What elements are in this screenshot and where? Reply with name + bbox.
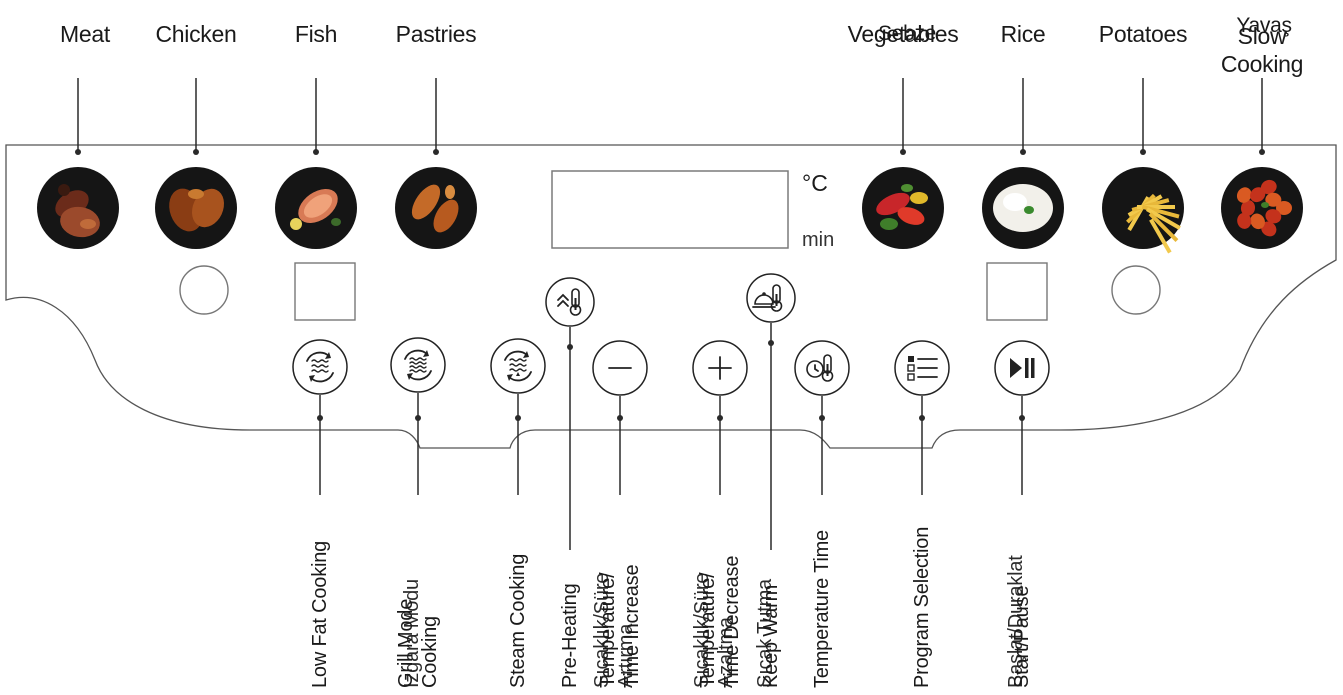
leader-dot-vegetables <box>900 149 906 155</box>
program-list-icon[interactable] <box>894 340 950 396</box>
low-fat-cooking-label: Low Fat Cooking <box>309 540 331 688</box>
plus-icon[interactable] <box>692 340 748 396</box>
leader-dot-rice <box>1020 149 1026 155</box>
steam-cooking-label: Steam Cooking <box>507 553 529 688</box>
keep-warm-overlay-label: Sıcak Tutma <box>754 579 776 688</box>
leader-dot-keep-warm <box>768 340 774 346</box>
grill-icon[interactable] <box>390 337 446 393</box>
vegetables-overlay-label: Sebze <box>877 22 937 45</box>
slow-cooking-program-icon[interactable] <box>1221 167 1303 249</box>
leader-dot-temperature-time <box>819 415 825 421</box>
fish-program-icon[interactable] <box>275 167 357 249</box>
leader-dot-potatoes <box>1140 149 1146 155</box>
leader-dot-steam-cooking <box>515 415 521 421</box>
meat-label: Meat <box>60 21 110 47</box>
grill-mode-overlay-label: Izgara Modu <box>401 579 423 688</box>
leader-dot-fish <box>313 149 319 155</box>
pastries-label: Pastries <box>395 21 477 47</box>
meat-program-icon[interactable] <box>37 167 119 249</box>
unit-minutes: min <box>802 229 835 251</box>
vegetables-program-icon[interactable] <box>862 167 944 249</box>
steam-icon[interactable] <box>490 338 546 394</box>
display-window <box>551 170 789 249</box>
temp-time-icon[interactable] <box>794 340 850 396</box>
leader-dot-temp-time-decrease <box>717 415 723 421</box>
leader-dot-chicken <box>193 149 199 155</box>
temperature-time-label: Temperature Time <box>811 530 833 688</box>
temp-time-increase-overlay-label: Sıcaklık/Süre Artırma <box>591 572 637 688</box>
leader-dot-grill-mode <box>415 415 421 421</box>
indicator-circle-left <box>179 265 229 315</box>
low-fat-icon[interactable] <box>292 339 348 395</box>
chicken-label: Chicken <box>155 21 237 47</box>
slow-cooking-label: Slow Cooking <box>1220 23 1304 77</box>
leader-dot-slow-cooking <box>1259 149 1265 155</box>
rice-program-icon[interactable] <box>982 167 1064 249</box>
leader-dot-meat <box>75 149 81 155</box>
keep-warm-icon[interactable] <box>746 273 796 323</box>
leader-dot-program-selection <box>919 415 925 421</box>
indicator-circle-right <box>1111 265 1161 315</box>
potatoes-program-icon[interactable] <box>1102 167 1184 254</box>
potatoes-label: Potatoes <box>1098 21 1188 47</box>
chicken-program-icon[interactable] <box>155 167 237 249</box>
fish-label: Fish <box>294 21 338 47</box>
temp-time-decrease-overlay-label: Sıcaklık/Süre Azaltma <box>691 572 737 688</box>
leader-dot-pre-heating <box>567 344 573 350</box>
program-selection-label: Program Selection <box>911 526 933 688</box>
leader-dot-temp-time-increase <box>617 415 623 421</box>
leader-dot-pastries <box>433 149 439 155</box>
leader-dot-low-fat-cooking <box>317 415 323 421</box>
pre-heating-label: Pre-Heating <box>559 583 581 688</box>
leader-dot-start-pause <box>1019 415 1025 421</box>
panel-outline <box>5 144 1337 449</box>
indicator-square-left <box>294 262 356 321</box>
start-pause-overlay-label: Başlat/Duraklat <box>1005 555 1027 688</box>
slow-cooking-overlay-label: Yavaş <box>1236 14 1292 37</box>
preheat-icon[interactable] <box>545 277 595 327</box>
pastries-program-icon[interactable] <box>395 167 477 249</box>
unit-celsius: °C <box>802 170 828 196</box>
play-pause-icon[interactable] <box>994 340 1050 396</box>
indicator-square-right <box>986 262 1048 321</box>
minus-icon[interactable] <box>592 340 648 396</box>
rice-label: Rice <box>1000 21 1046 47</box>
vegetables-label: Vegetables <box>847 21 959 47</box>
